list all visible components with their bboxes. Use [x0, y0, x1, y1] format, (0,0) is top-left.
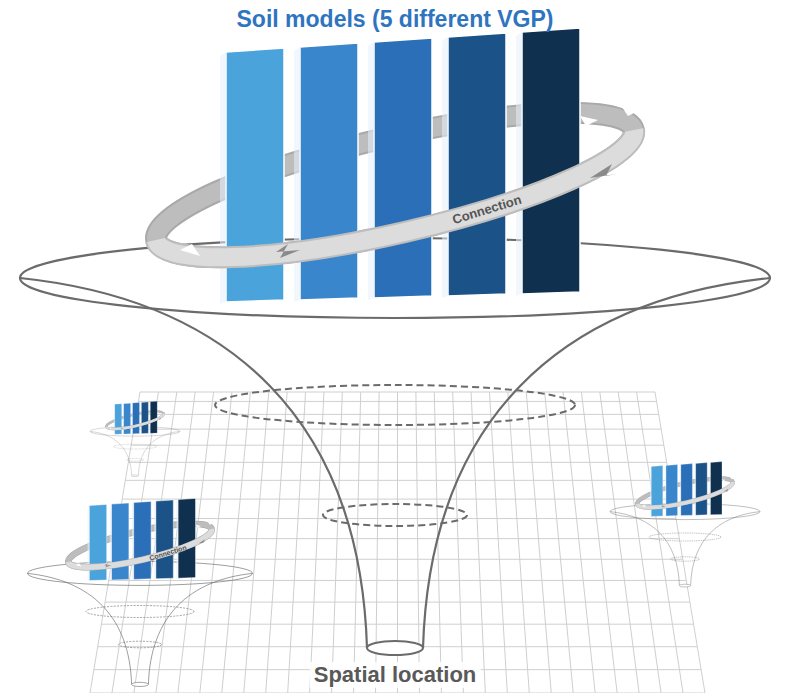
grid-line [637, 392, 683, 693]
grid-line [453, 392, 464, 693]
grid-line [222, 392, 251, 693]
axis-label: Spatial location [310, 662, 481, 688]
diagram-title: Soil models (5 different VGP) [237, 7, 554, 32]
grid-line [563, 392, 595, 693]
grid-line [434, 392, 441, 693]
grid-line [618, 392, 661, 693]
grid-line [354, 392, 361, 693]
grid-line [581, 392, 617, 693]
grid-line [471, 392, 485, 693]
grid-line [288, 392, 306, 693]
grid-line [526, 392, 551, 693]
grid-line [266, 392, 287, 693]
grid-line [489, 392, 507, 693]
grid-line [244, 392, 269, 693]
grid-line [332, 392, 343, 693]
grid-line [310, 392, 324, 693]
grid-line [600, 392, 639, 693]
grid-line [508, 392, 529, 693]
grid-line [545, 392, 574, 693]
grid-line [655, 392, 705, 693]
